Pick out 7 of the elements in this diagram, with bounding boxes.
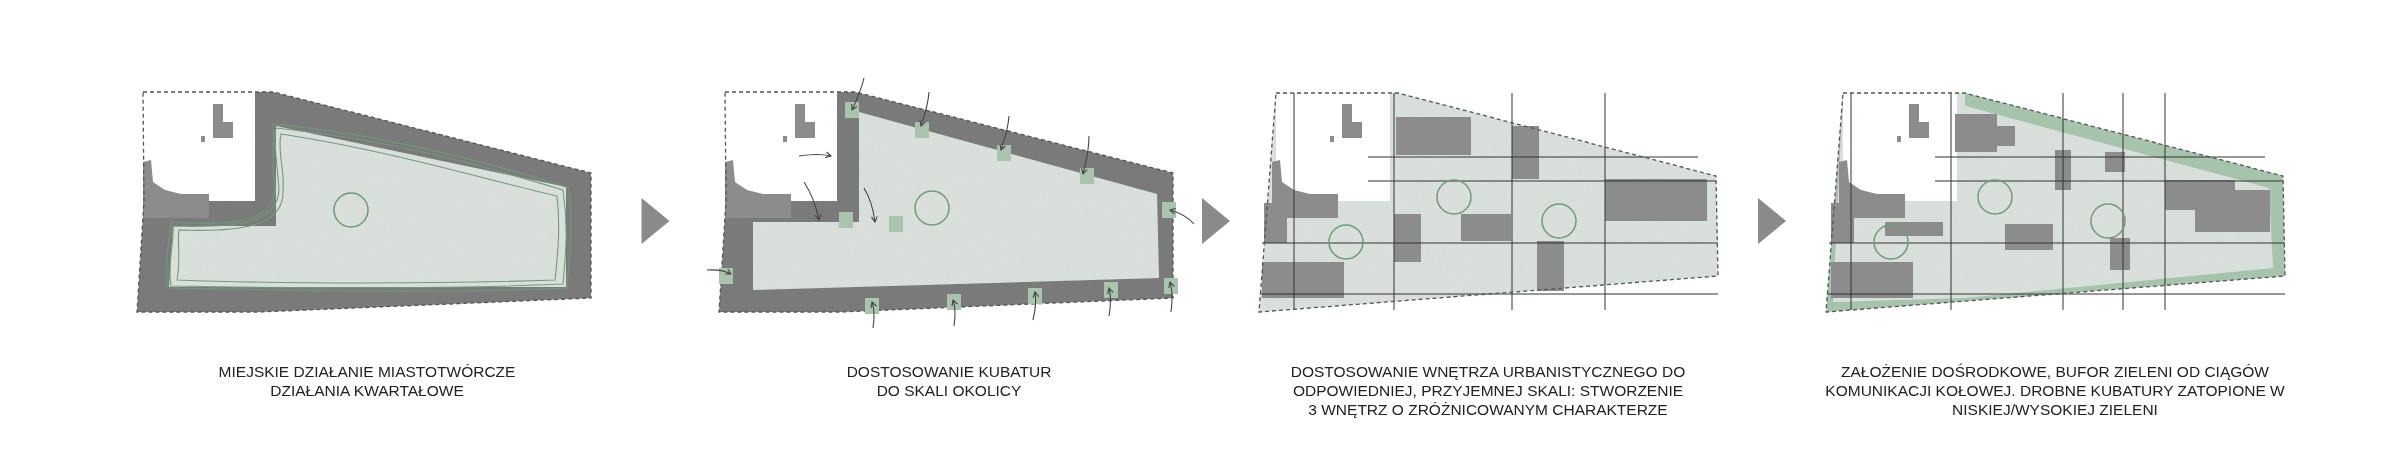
arrow	[1202, 198, 1230, 244]
arrow	[1758, 198, 1786, 244]
panel-label: MIEJSKIE DZIAŁANIE MIASTOTWÓRCZE DZIAŁANIA KWARTAŁOWE	[217, 362, 517, 400]
panel-label: ZAŁOŻENIE DOŚRODKOWE, BUFOR ZIELENI OD CIĄGÓW KOMUNIKACJI KOŁOWEJ. DROBNE KUBATURY ZATOPIONE W NISKIEJ/WYSOKIEJ ZIELENI	[1824, 362, 2286, 419]
arrow	[641, 198, 670, 244]
panel-label: DOSTOSOWANIE KUBATUR DO SKALI OKOLICY	[845, 362, 1053, 400]
panel-label: DOSTOSOWANIE WNĘTRZA URBANISTYCZNEGO DO ODPOWIEDNIEJ, PRZYJEMNEJ SKALI: STWORZENIE 3 WNĘTRZ O ZRÓŻNICOWANYM CHARAKTERZE	[1289, 362, 1687, 419]
